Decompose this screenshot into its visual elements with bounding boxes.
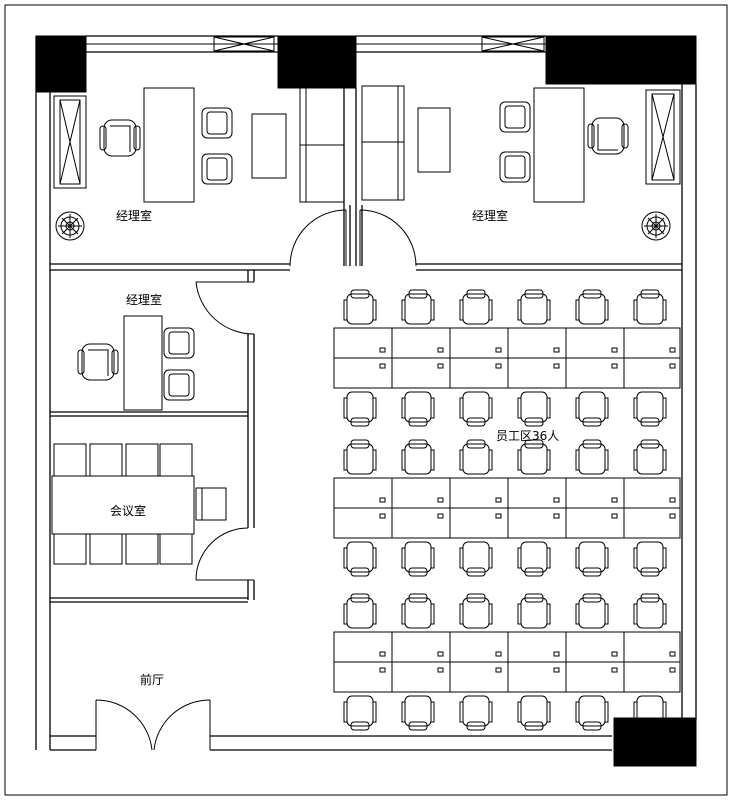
door-entrance: [95, 699, 211, 751]
staff-chair-icon: [459, 439, 493, 475]
staff-chair-icon: [343, 439, 377, 475]
staff-chair-icon: [575, 695, 609, 731]
staff-chair-icon: [459, 695, 493, 731]
door-small-office: [195, 281, 255, 335]
staff-chair-icon: [401, 289, 435, 325]
office-wall-bottom: [50, 263, 682, 271]
staff-chair-icon: [517, 695, 551, 731]
label-manager-office-1: 经理室: [116, 208, 152, 223]
left-column-wall: [247, 270, 255, 600]
staff-chair-icon: [633, 541, 667, 577]
guest-chair-icon: [163, 369, 195, 401]
staff-chair-icon: [343, 391, 377, 427]
desk: [123, 315, 163, 411]
workstation-cluster: [333, 289, 681, 427]
staff-chair-icon: [343, 541, 377, 577]
staff-chair-icon: [401, 541, 435, 577]
left-room-walls: [50, 411, 248, 603]
staff-chair-icon: [517, 391, 551, 427]
staff-chair-icon: [517, 439, 551, 475]
staff-chair-icon: [459, 391, 493, 427]
staff-chair-icon: [401, 695, 435, 731]
doors: [95, 209, 417, 751]
meeting-table: [51, 475, 195, 535]
staff-chair-icon: [401, 593, 435, 629]
pillar-bottom-right: [613, 717, 697, 767]
guest-chair-icon: [201, 107, 233, 139]
drawing-frame: [4, 4, 728, 796]
guest-chair-icon: [499, 101, 531, 133]
staff-chair-icon: [343, 695, 377, 731]
staff-chair-icon: [459, 289, 493, 325]
outer-wall-top: [86, 35, 546, 53]
staff-chair-icon: [633, 289, 667, 325]
office-left-furniture: [99, 87, 345, 203]
outer-wall-left: [35, 36, 51, 750]
staff-chair-icon: [401, 391, 435, 427]
side-table: [417, 107, 451, 173]
staff-chair-icon: [633, 695, 667, 731]
label-manager-office-2: 经理室: [472, 208, 508, 223]
staff-chair-icon: [459, 593, 493, 629]
door-office-right: [359, 209, 417, 267]
office-right-furniture: [361, 85, 629, 203]
door-meeting-room: [195, 527, 254, 581]
staff-chair-icon: [517, 593, 551, 629]
pillar-top-center: [277, 35, 357, 89]
office-partition: [343, 88, 363, 266]
window-left: [213, 36, 275, 52]
staff-chair-icon: [459, 541, 493, 577]
desk: [533, 87, 585, 203]
plant-right: [641, 211, 671, 241]
plant-left: [55, 211, 85, 241]
staff-chair-icon: [633, 439, 667, 475]
staff-workstations: [333, 289, 681, 731]
walls: [35, 35, 697, 767]
staff-chair-icon: [343, 593, 377, 629]
staff-chair-icon: [633, 593, 667, 629]
pillar-top-left: [35, 35, 87, 93]
sofa: [361, 85, 405, 201]
office-chair-icon: [587, 117, 629, 155]
staff-chair-icon: [343, 289, 377, 325]
outer-wall-right: [681, 84, 697, 720]
staff-chair-icon: [517, 289, 551, 325]
staff-chair-icon: [575, 593, 609, 629]
window-right: [481, 36, 545, 52]
door-office-left: [289, 209, 347, 267]
office-chair-icon: [77, 343, 119, 381]
staff-chair-icon: [575, 289, 609, 325]
guest-chair-icon: [201, 153, 233, 185]
label-staff-area: 员工区36人: [496, 429, 559, 443]
guest-chair-icon: [499, 151, 531, 183]
staff-chair-icon: [575, 439, 609, 475]
label-meeting-room: 会议室: [110, 503, 146, 518]
pillar-top-right: [545, 35, 697, 85]
staff-chair-icon: [401, 439, 435, 475]
label-lobby: 前厅: [140, 672, 164, 687]
side-table: [251, 113, 287, 179]
wardrobe-right: [645, 89, 681, 185]
desk: [143, 87, 195, 203]
office-chair-icon: [99, 119, 141, 157]
staff-chair-icon: [575, 391, 609, 427]
staff-chair-icon: [633, 391, 667, 427]
staff-chair-icon: [517, 541, 551, 577]
staff-chair-icon: [575, 541, 609, 577]
workstation-cluster: [333, 439, 681, 577]
presentation-stand: [195, 487, 227, 521]
office-small-furniture: [77, 315, 195, 411]
label-manager-office-3: 经理室: [126, 292, 162, 307]
meeting-room-furniture: [51, 443, 227, 565]
guest-chair-icon: [163, 327, 195, 359]
outer-wall-bottom: [50, 735, 612, 751]
workstation-cluster: [333, 593, 681, 731]
wardrobe-left: [53, 95, 87, 189]
